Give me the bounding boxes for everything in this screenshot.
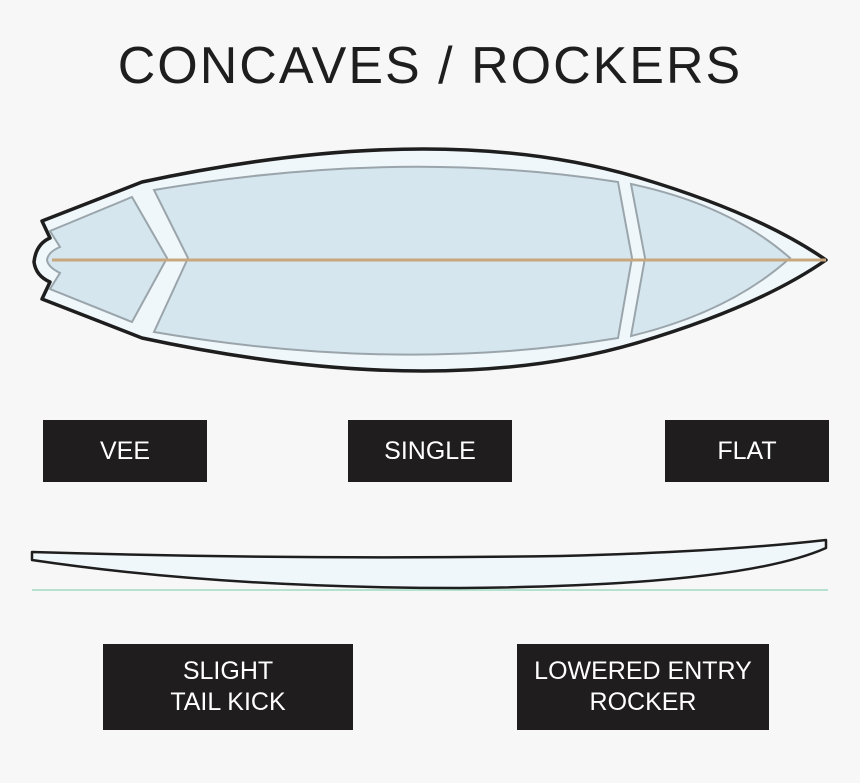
label-vee-text: VEE (99, 436, 151, 465)
label-vee: VEE (43, 420, 207, 482)
label-flat-text: FLAT (717, 436, 777, 465)
label-lowered-entry-line1: LOWERED ENTRY (534, 657, 752, 685)
label-flat: FLAT (665, 420, 829, 482)
label-lowered-entry-rocker: LOWERED ENTRY ROCKER (517, 644, 769, 730)
label-slight-tail-kick-line1: SLIGHT (182, 657, 274, 685)
label-slight-tail-kick: SLIGHT TAIL KICK (103, 644, 353, 730)
page-title: CONCAVES / ROCKERS (117, 37, 743, 95)
label-single-text: SINGLE (384, 436, 476, 465)
label-single: SINGLE (348, 420, 512, 482)
label-lowered-entry-line2: ROCKER (589, 688, 697, 716)
rocker-profile (30, 538, 828, 590)
label-slight-tail-kick-line2: TAIL KICK (170, 688, 286, 716)
